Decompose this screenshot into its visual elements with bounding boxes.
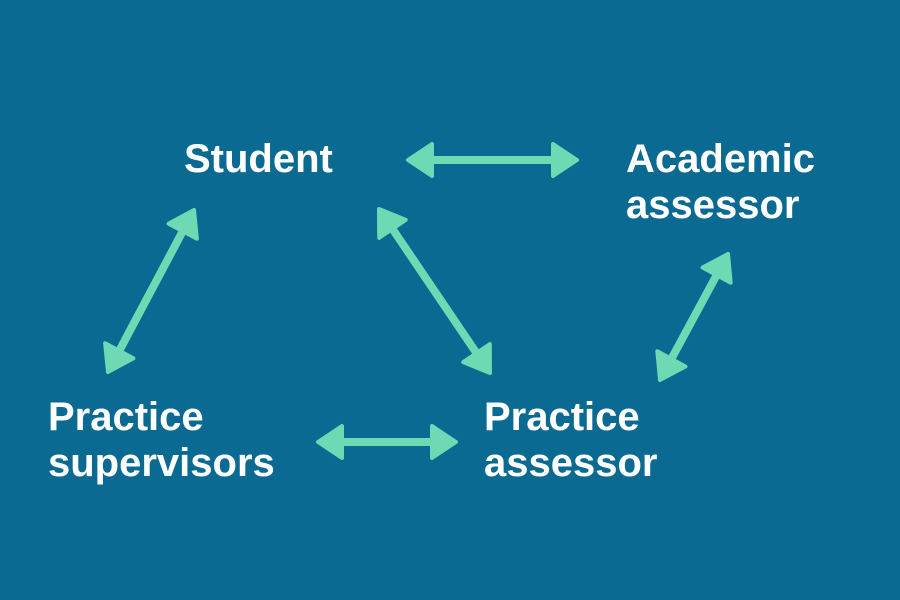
arrow-practice-assessor-to-academic-assessor: [655, 252, 733, 382]
arrow-head: [103, 341, 136, 374]
arrow-student-to-academic-assessor: [406, 142, 579, 178]
node-practice-assessor: Practice assessor: [484, 394, 657, 486]
node-practice-assessor-label-line1: Practice: [484, 395, 640, 439]
arrow-head: [166, 208, 199, 241]
node-student-label-line1: Student: [184, 137, 333, 181]
node-academic-assessor-label-line2: assessor: [626, 183, 800, 227]
node-academic-assessor-label-line1: Academic: [626, 137, 815, 181]
arrow-head: [430, 424, 458, 460]
arrow-shaft: [665, 267, 723, 367]
arrow-shaft: [386, 221, 483, 361]
node-practice-supervisors-label-line2: supervisors: [48, 441, 275, 485]
arrow-head: [406, 142, 434, 178]
arrow-student-to-practice-supervisors: [103, 208, 199, 374]
arrow-head: [316, 424, 344, 460]
arrow-shaft: [113, 223, 189, 359]
node-practice-supervisors-label-line1: Practice: [48, 395, 204, 439]
arrow-head: [377, 207, 408, 240]
node-student: Student: [184, 136, 333, 182]
node-academic-assessor: Academic assessor: [626, 136, 815, 228]
arrow-head: [461, 342, 492, 375]
arrow-head: [551, 142, 579, 178]
node-practice-assessor-label-line2: assessor: [484, 441, 658, 485]
node-practice-supervisors: Practice supervisors: [48, 394, 275, 486]
arrow-practice-supervisors-to-practice-assessor: [316, 424, 458, 460]
arrow-head: [700, 252, 733, 285]
arrow-head: [655, 349, 688, 382]
arrow-student-to-practice-assessor: [377, 207, 492, 375]
